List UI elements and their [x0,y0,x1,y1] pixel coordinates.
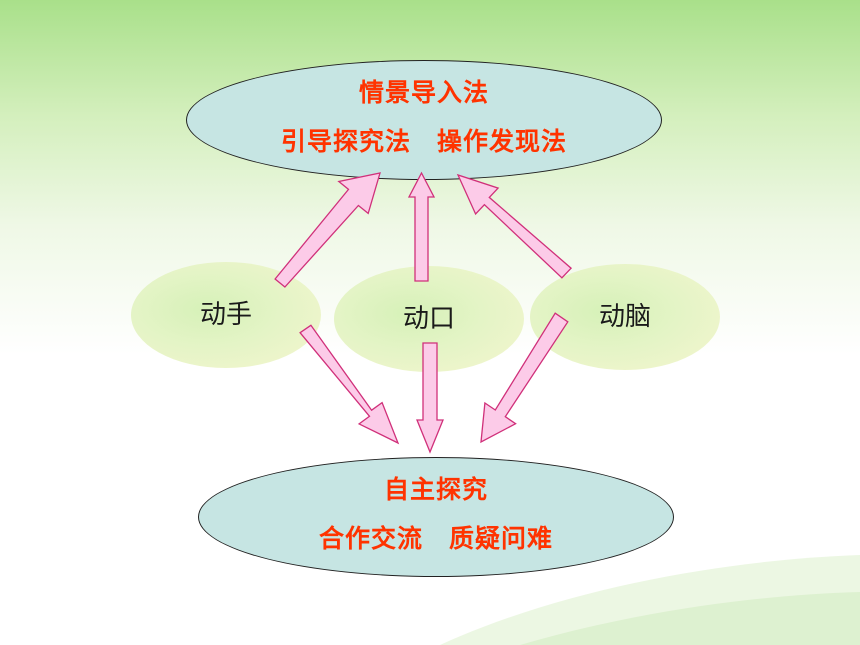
thinking-ellipse: 动脑 [530,264,720,370]
method-line-2: 引导探究法 操作发现法 [280,127,567,156]
mode-line-1: 自主探究 [383,475,488,504]
mode-line-2: 合作交流 质疑问难 [318,524,553,553]
thinking-label: 动脑 [598,302,651,332]
hands-on-ellipse: 动手 [131,262,321,368]
speaking-ellipse: 动口 [334,266,524,372]
teaching-methods-ellipse: 情景导入法 引导探究法 操作发现法 [186,60,662,180]
learning-modes-ellipse: 自主探究 合作交流 质疑问难 [198,457,674,577]
hands-on-label: 动手 [199,300,252,330]
method-line-1: 情景导入法 [358,78,489,107]
speaking-label: 动口 [402,304,455,334]
